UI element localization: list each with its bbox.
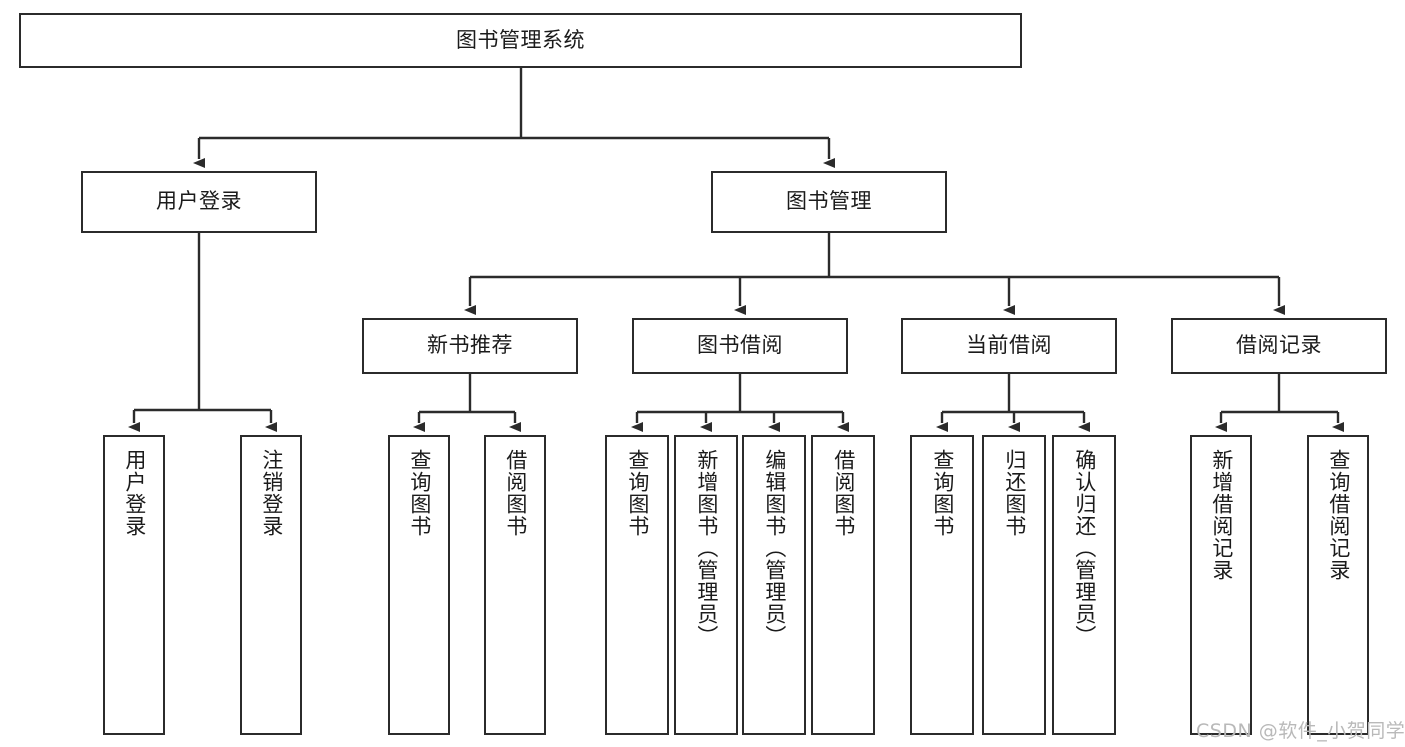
node-book-manage-label: 图书管理 — [786, 189, 872, 214]
node-leaf-edit-book[interactable]: 编辑图书（管理员） — [742, 435, 806, 735]
node-leaf-return-book[interactable]: 归还图书 — [982, 435, 1046, 735]
node-leaf-query-book-borrow[interactable]: 查询图书 — [605, 435, 669, 735]
node-new-book-recommend-label: 新书推荐 — [427, 333, 513, 358]
node-leaf-add-book[interactable]: 新增图书（管理员） — [674, 435, 738, 735]
node-leaf-query-book-borrow-label: 查询图书 — [625, 449, 650, 537]
node-leaf-logout[interactable]: 注销登录 — [240, 435, 302, 735]
node-borrow-record[interactable]: 借阅记录 — [1171, 318, 1387, 374]
node-user-login[interactable]: 用户登录 — [81, 171, 317, 233]
node-leaf-edit-book-label: 编辑图书（管理员） — [762, 449, 787, 647]
node-user-login-label: 用户登录 — [156, 189, 242, 214]
node-leaf-query-record[interactable]: 查询借阅记录 — [1307, 435, 1369, 735]
node-leaf-query-book-recommend[interactable]: 查询图书 — [388, 435, 450, 735]
node-leaf-add-book-label: 新增图书（管理员） — [694, 449, 719, 647]
node-leaf-borrow-book-label: 借阅图书 — [831, 449, 856, 537]
node-root[interactable]: 图书管理系统 — [19, 13, 1022, 68]
node-leaf-return-book-label: 归还图书 — [1002, 449, 1027, 537]
node-borrow-record-label: 借阅记录 — [1236, 333, 1322, 358]
node-book-manage[interactable]: 图书管理 — [711, 171, 947, 233]
node-current-borrow[interactable]: 当前借阅 — [901, 318, 1117, 374]
node-leaf-user-login[interactable]: 用户登录 — [103, 435, 165, 735]
node-leaf-confirm-return-label: 确认归还（管理员） — [1072, 449, 1097, 647]
node-leaf-query-book-current-label: 查询图书 — [930, 449, 955, 537]
node-new-book-recommend[interactable]: 新书推荐 — [362, 318, 578, 374]
node-leaf-add-record[interactable]: 新增借阅记录 — [1190, 435, 1252, 735]
node-leaf-query-record-label: 查询借阅记录 — [1326, 449, 1351, 581]
node-book-borrow-label: 图书借阅 — [697, 333, 783, 358]
node-leaf-query-book-recommend-label: 查询图书 — [407, 449, 432, 537]
node-current-borrow-label: 当前借阅 — [966, 333, 1052, 358]
node-leaf-query-book-current[interactable]: 查询图书 — [910, 435, 974, 735]
node-leaf-borrow-book-recommend-label: 借阅图书 — [503, 449, 528, 537]
node-book-borrow[interactable]: 图书借阅 — [632, 318, 848, 374]
node-leaf-add-record-label: 新增借阅记录 — [1209, 449, 1234, 581]
node-leaf-borrow-book[interactable]: 借阅图书 — [811, 435, 875, 735]
node-leaf-confirm-return[interactable]: 确认归还（管理员） — [1052, 435, 1116, 735]
node-leaf-user-login-label: 用户登录 — [122, 449, 147, 537]
node-leaf-logout-label: 注销登录 — [259, 449, 284, 537]
watermark-csdn: CSDN @软件_小贺同学 — [1196, 720, 1405, 742]
node-leaf-borrow-book-recommend[interactable]: 借阅图书 — [484, 435, 546, 735]
node-root-label: 图书管理系统 — [456, 27, 585, 52]
